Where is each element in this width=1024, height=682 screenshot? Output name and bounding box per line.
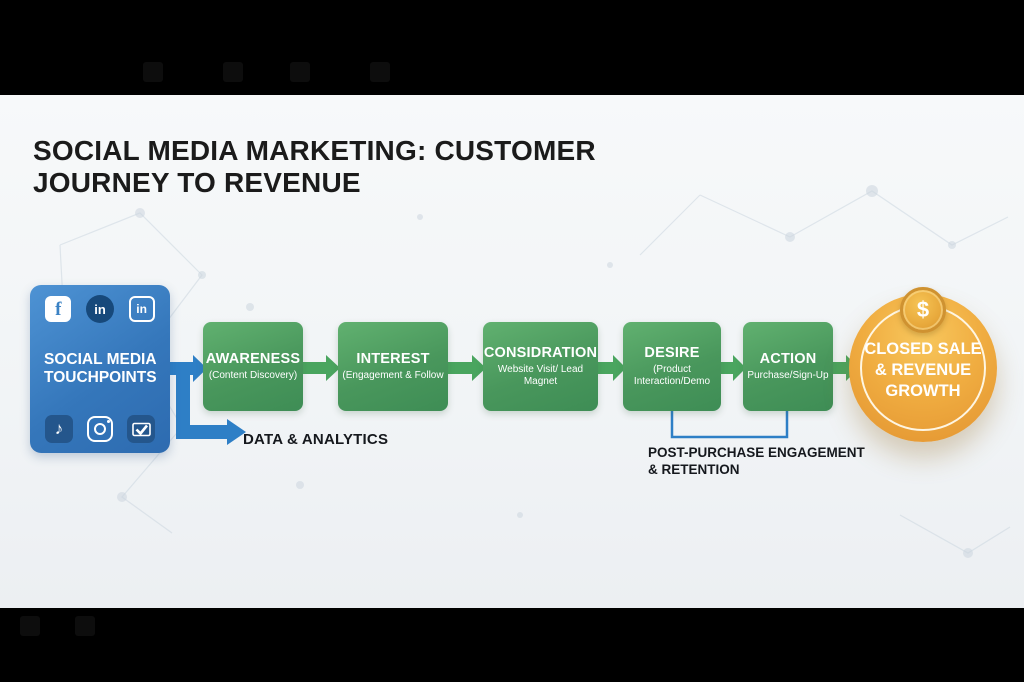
arrow-interest-to-consideration (447, 355, 486, 381)
linkedin-circle-icon: in (85, 295, 114, 323)
arrow-awareness-to-interest (301, 355, 340, 381)
stage-interest: INTEREST (Engagement & Follow (338, 322, 448, 411)
dollar-coin-icon: $ (900, 287, 946, 333)
outcome-line3: GROWTH (885, 381, 961, 400)
outcome-line2: & REVENUE (874, 360, 972, 379)
arrow-touchpoints-to-awareness (168, 355, 207, 382)
outcome-line1: CLOSED SALE (864, 339, 982, 358)
letterbox-top (0, 0, 1024, 95)
letterbox-artifact (143, 62, 163, 82)
stage-name: INTEREST (356, 350, 430, 367)
post-purchase-label: POST-PURCHASE ENGAGEMENT & RETENTION (648, 444, 865, 478)
stage-name: ACTION (759, 350, 817, 367)
infographic-canvas: SOCIAL MEDIA MARKETING: CUSTOMER JOURNEY… (0, 95, 1024, 608)
stage-action: ACTION Purchase/Sign-Up (743, 322, 833, 411)
stage-awareness: AWARENESS (Content Discovery) (203, 322, 303, 411)
email-check-icon (127, 415, 155, 443)
page-title-line2: JOURNEY TO REVENUE (33, 167, 361, 198)
linkedin-glyph: in (136, 302, 147, 316)
page-title: SOCIAL MEDIA MARKETING: CUSTOMER JOURNEY… (33, 135, 596, 199)
stage-subtitle: (Engagement & Follow (342, 369, 444, 381)
letterbox-artifact (20, 616, 40, 636)
touchpoint-icons-top: f in in (38, 295, 162, 323)
arrow-consideration-to-desire (597, 355, 626, 381)
retention-bracket-connector (670, 411, 789, 439)
stage-subtitle: Website Visit/ Lead Magnet (497, 363, 584, 388)
stage-subtitle: (Product Interaction/Demo (633, 363, 711, 388)
touchpoints-label-line2: TOUCHPOINTS (44, 369, 157, 386)
touchpoint-icons-bottom: ♪ (38, 415, 162, 443)
page-title-line1: SOCIAL MEDIA MARKETING: CUSTOMER (33, 135, 596, 166)
stage-name: AWARENESS (205, 350, 301, 367)
letterbox-artifact (290, 62, 310, 82)
tiktok-icon: ♪ (45, 415, 73, 443)
facebook-glyph: f (55, 299, 62, 320)
stage-consideration: CONSIDRATION Website Visit/ Lead Magnet (483, 322, 598, 411)
social-media-touchpoints-box: f in in SOCIAL MEDIA TOUCHPOINTS ♪ (30, 285, 170, 453)
stage-subtitle: (Content Discovery) (208, 369, 298, 381)
stage-name: CONSIDRATION (483, 344, 598, 361)
letterbox-artifact (370, 62, 390, 82)
touchpoints-label: SOCIAL MEDIA TOUCHPOINTS (38, 351, 162, 387)
linkedin-glyph: in (94, 301, 106, 317)
touchpoints-label-line1: SOCIAL MEDIA (44, 351, 157, 368)
tiktok-glyph: ♪ (54, 419, 64, 438)
facebook-icon: f (45, 296, 72, 322)
dollar-symbol: $ (916, 297, 930, 322)
letterbox-bottom (0, 608, 1024, 682)
instagram-icon (87, 416, 113, 442)
stage-subtitle: Purchase/Sign-Up (747, 369, 829, 381)
letterbox-artifact (75, 616, 95, 636)
post-purchase-line2: & RETENTION (648, 462, 740, 477)
letterbox-artifact (223, 62, 243, 82)
data-analytics-label: DATA & ANALYTICS (243, 431, 389, 448)
stage-name: DESIRE (644, 344, 700, 361)
post-purchase-line1: POST-PURCHASE ENGAGEMENT (648, 445, 865, 460)
stage-desire: DESIRE (Product Interaction/Demo (623, 322, 721, 411)
linkedin-square-icon: in (128, 296, 155, 322)
outcome-label: CLOSED SALE & REVENUE GROWTH (849, 294, 997, 442)
